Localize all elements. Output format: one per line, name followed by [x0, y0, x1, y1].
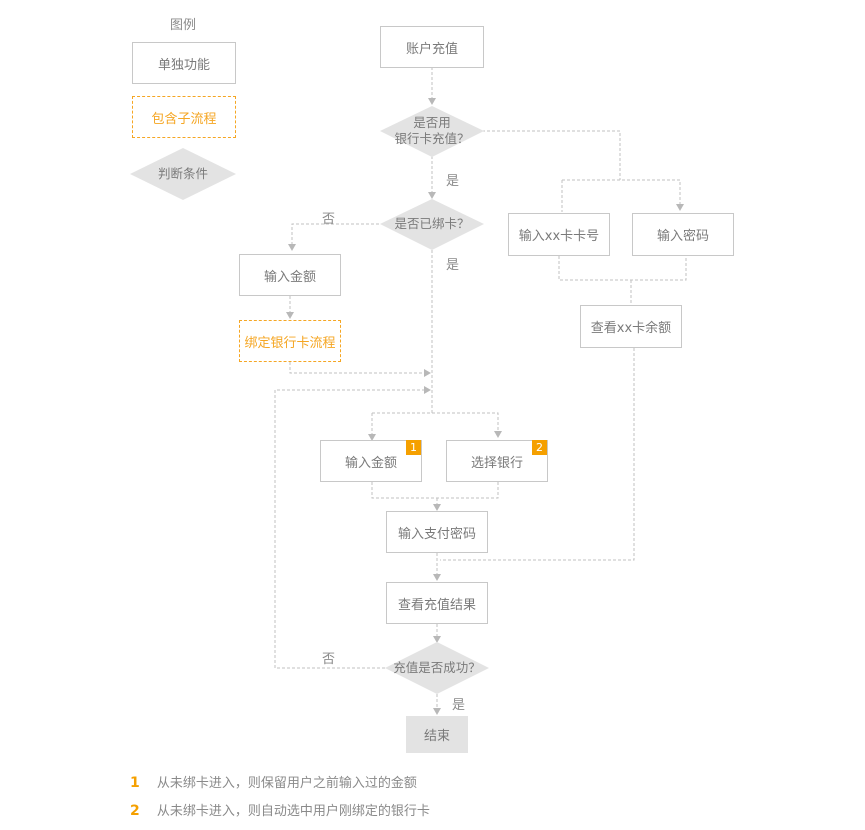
node-input-password: 输入密码 — [632, 213, 734, 256]
node-check-balance: 查看xx卡余额 — [580, 305, 682, 348]
legend-diamond-shape — [130, 148, 236, 200]
node-bind-card-flow: 绑定银行卡流程 — [239, 320, 341, 362]
node-input-card-number: 输入xx卡卡号 — [508, 213, 610, 256]
footnote-2-text: 从未绑卡进入，则自动选中用户刚绑定的银行卡 — [156, 804, 430, 819]
decision-bound-label: 是否已绑卡？ — [394, 216, 470, 231]
decision-bound-shape — [380, 199, 484, 250]
decision-success-label: 充值是否成功？ — [393, 660, 481, 675]
node-input-amount-unbound: 输入金额 — [239, 254, 341, 296]
decision-success-shape — [385, 642, 489, 694]
edge-label-no-success: 否 — [322, 652, 336, 667]
node-input-pay-password: 输入支付密码 — [386, 511, 488, 553]
node-account-recharge: 账户充值 — [380, 26, 484, 68]
edge-label-yes-bound: 是 — [446, 258, 460, 273]
edge-label-yes-success: 是 — [452, 698, 466, 713]
edge-label-no-bound: 否 — [322, 212, 336, 227]
decision-use-card-line2: 银行卡充值？ — [394, 131, 470, 146]
edge-label-yes-use-card: 是 — [446, 174, 460, 189]
footnote-1-number: 1 — [130, 775, 140, 791]
node-view-result: 查看充值结果 — [386, 582, 488, 624]
footnote-2-number: 2 — [130, 803, 140, 819]
badge-1: 1 — [406, 440, 421, 455]
footnote-1-text: 从未绑卡进入，则保留用户之前输入过的金额 — [156, 776, 417, 791]
legend-condition: 判断条件 — [157, 166, 208, 181]
decision-use-card-shape — [380, 106, 484, 157]
decision-use-card-line1: 是否用 — [413, 115, 451, 130]
node-select-bank: 选择银行 — [446, 440, 548, 482]
footnote-2: 2 从未绑卡进入，则自动选中用户刚绑定的银行卡 — [130, 800, 430, 819]
decision-use-card-label: 是否用 银行卡充值？ — [380, 115, 484, 147]
legend-single-function: 单独功能 — [132, 42, 236, 84]
badge-2: 2 — [532, 440, 547, 455]
node-input-amount: 输入金额 — [320, 440, 422, 482]
footnote-1: 1 从未绑卡进入，则保留用户之前输入过的金额 — [130, 772, 417, 791]
legend-subprocess: 包含子流程 — [132, 96, 236, 138]
legend-title: 图例 — [170, 18, 197, 33]
node-end: 结束 — [406, 716, 468, 753]
